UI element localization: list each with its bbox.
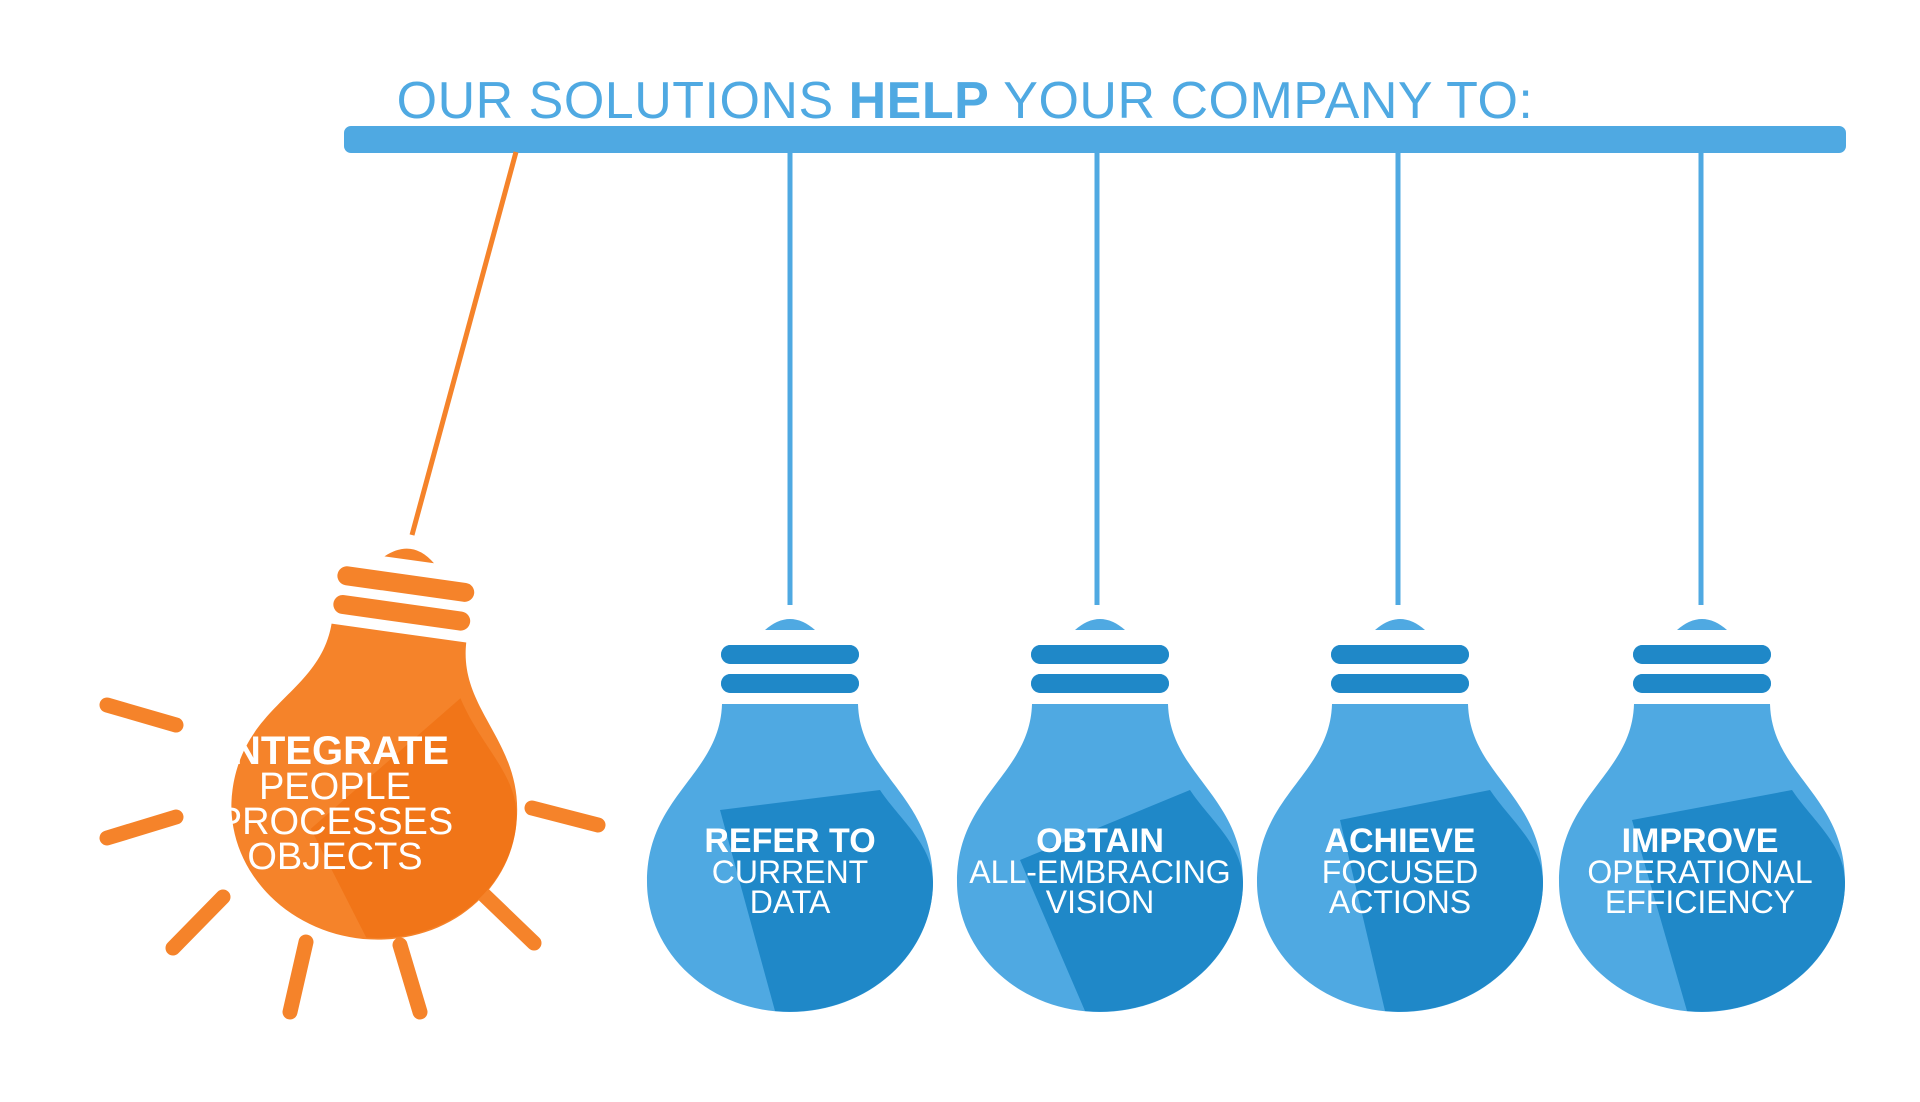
bulb-line: EFFICIENCY xyxy=(1604,884,1796,920)
headline-part2: YOUR COMPANY TO: xyxy=(989,72,1534,130)
bulb-line: DATA xyxy=(749,884,831,920)
bulb-line: OBJECTS xyxy=(247,836,423,878)
bulb-title: OBTAIN xyxy=(1036,822,1164,860)
bulb-label-improve: IMPROVE OPERATIONAL EFFICIENCY xyxy=(1540,822,1860,920)
bulb-achieve xyxy=(1257,619,1543,1012)
cord-integrate xyxy=(409,151,519,536)
bulb-obtain xyxy=(957,619,1243,1012)
bulb-title: IMPROVE xyxy=(1621,822,1779,860)
bulb-label-achieve: ACHIEVE FOCUSED ACTIONS xyxy=(1240,822,1560,920)
bulb-line: FOCUSED xyxy=(1321,854,1479,890)
bulb-line: OPERATIONAL xyxy=(1587,854,1813,890)
headline-bold: HELP xyxy=(848,72,990,130)
hanger-bar xyxy=(344,126,1846,153)
bulb-title: REFER TO xyxy=(704,822,876,860)
bulb-label-integrate: INTEGRATE PEOPLE PROCESSES OBJECTS xyxy=(175,729,495,878)
headline-part1: OUR SOLUTIONS xyxy=(396,72,849,130)
headline: OUR SOLUTIONS HELP YOUR COMPANY TO: xyxy=(0,66,1920,136)
bulb-label-refer: REFER TO CURRENT DATA xyxy=(630,822,950,920)
bulb-line: PROCESSES xyxy=(216,801,454,843)
light-rays xyxy=(99,697,606,1020)
bulb-label-obtain: OBTAIN ALL-EMBRACING VISION xyxy=(940,822,1260,920)
bulb-title: INTEGRATE xyxy=(220,729,450,773)
bulb-line: CURRENT xyxy=(711,854,869,890)
bulb-line: VISION xyxy=(1045,884,1155,920)
bulb-line: PEOPLE xyxy=(258,766,412,808)
bulb-line: ALL-EMBRACING xyxy=(969,854,1231,890)
bulb-improve xyxy=(1559,619,1845,1012)
bulb-title: ACHIEVE xyxy=(1324,822,1476,860)
bulb-integrate xyxy=(214,529,553,958)
bulb-refer xyxy=(647,619,933,1012)
bulb-line: ACTIONS xyxy=(1328,884,1472,920)
